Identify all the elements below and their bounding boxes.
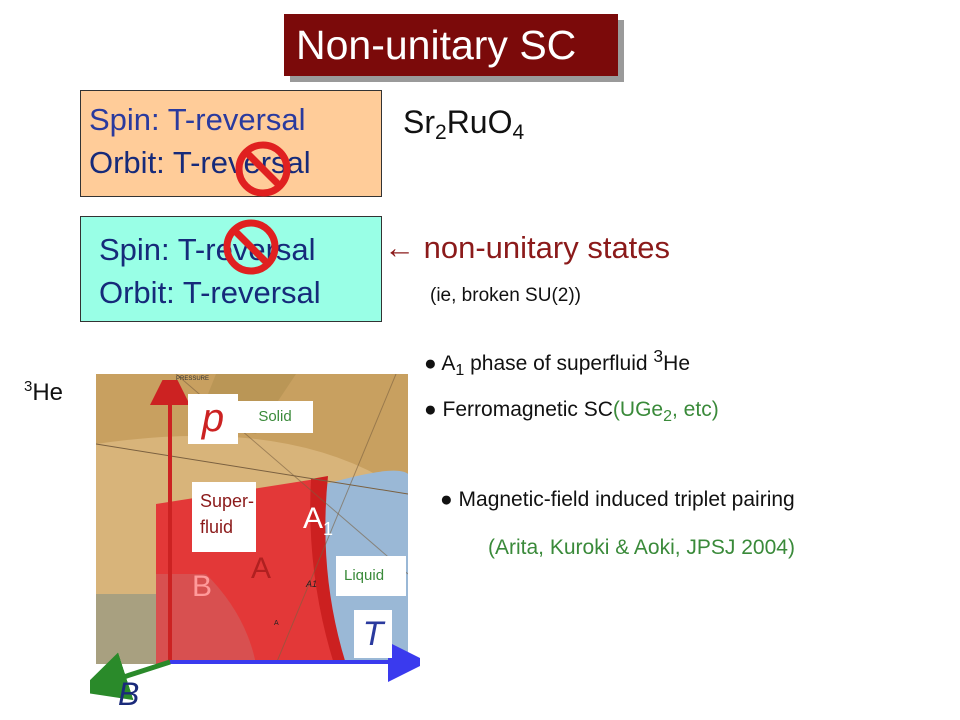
box2-orbit-line: Orbit: T-reversal: [99, 275, 321, 310]
pressure-axis-label: PRESSURE: [176, 376, 210, 382]
bullet-magnetic-field: ● Magnetic-field induced triplet pairing: [440, 488, 795, 511]
phase-label-b: B: [192, 570, 213, 603]
slide-title: Non-unitary SC: [284, 14, 618, 76]
sr2ruo4-label: Sr2RuO4: [403, 104, 524, 145]
left-arrow-icon: ←: [384, 230, 415, 265]
box1-spin-line: Spin: T-reversal: [89, 102, 306, 137]
axis-label-p: p: [188, 394, 238, 444]
superfluid-label: Super- fluid: [192, 482, 256, 552]
phase-label-a1: A1: [303, 502, 334, 539]
nonunitary-text: non-unitary states: [423, 230, 671, 265]
field-axis: [90, 652, 171, 700]
solid-label: Solid: [237, 401, 313, 433]
bullet-a1-phase: ● A1 phase of superfluid 3He: [424, 346, 691, 380]
nonunitary-label: ← non-unitary states: [384, 230, 670, 266]
small-a-label: A: [274, 620, 279, 627]
sr-sub2: 4: [512, 121, 525, 144]
bullet-dot-icon: ●: [424, 352, 437, 375]
axes-overlay: [90, 380, 420, 700]
box2-spin-line: Spin: T-reversal: [99, 232, 316, 267]
he3-label: 3He: [24, 378, 64, 406]
citation: (Arita, Kuroki & Aoki, JPSJ 2004): [488, 536, 795, 559]
small-a1-label: A1: [306, 579, 318, 589]
sr-mid: RuO: [446, 104, 513, 140]
prohibited-icon: [223, 219, 279, 275]
sr2ruo4-box: Spin: T-reversal Orbit: T-reversal: [80, 90, 382, 197]
liquid-label: Liquid: [336, 556, 406, 596]
bullet-dot-icon: ●: [424, 398, 437, 421]
bullet-dot-icon: ●: [440, 488, 453, 511]
phase-label-a: A: [251, 552, 272, 585]
axis-label-t: T: [354, 610, 392, 658]
bullet-ferromagnetic: ● Ferromagnetic SC(UGe2, etc): [424, 398, 719, 426]
sr-sub1: 2: [435, 121, 447, 144]
sr-base: Sr: [403, 104, 435, 140]
prohibited-icon: [235, 141, 291, 197]
axis-label-b: B: [118, 676, 140, 712]
ie-note: (ie, broken SU(2)): [430, 285, 581, 306]
